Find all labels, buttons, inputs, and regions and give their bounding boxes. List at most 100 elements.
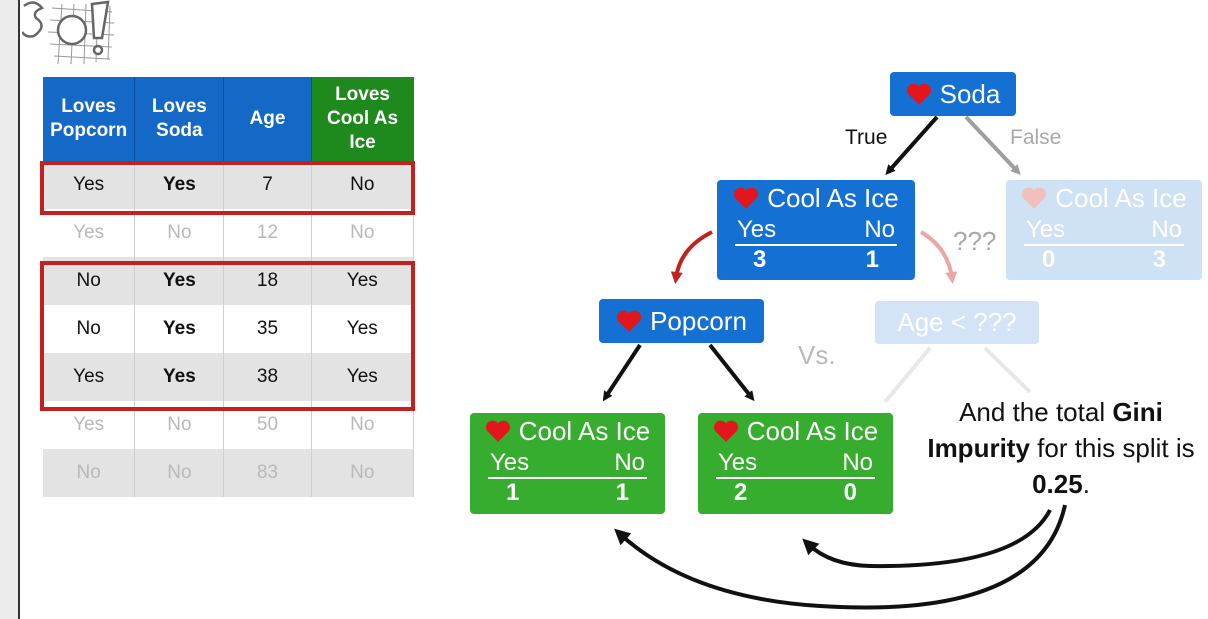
table-cell: Yes (43, 161, 136, 209)
heart-icon (734, 187, 759, 209)
node-tally-counts: 2 0 (698, 479, 893, 507)
node-tally-header: Yes No (698, 449, 893, 477)
edge-popcorn-no (708, 343, 755, 402)
edge-age-left (883, 346, 932, 404)
heart-icon (617, 310, 642, 332)
table-row: No Yes 35 Yes (43, 305, 415, 353)
divider (735, 244, 897, 246)
heart-icon (1022, 187, 1047, 209)
node-tally-header: Yes No (717, 216, 915, 244)
yes-count: 0 (1042, 246, 1056, 273)
node-label: Popcorn (650, 305, 747, 336)
node-label: Cool As Ice (518, 415, 651, 446)
data-table: Loves Popcorn Loves Soda Age Loves Cool … (43, 77, 415, 497)
table-cell: Yes (43, 353, 136, 401)
header-loves-popcorn: Loves Popcorn (43, 77, 136, 161)
node-tally-header: Yes No (470, 449, 665, 477)
table-cell: Yes (134, 305, 225, 353)
note-bold-value: 0.25 (1032, 469, 1083, 499)
edge-label-false: False (1010, 126, 1062, 149)
yes-count: 3 (753, 246, 767, 273)
divider (716, 477, 875, 479)
node-tally-counts: 3 1 (717, 246, 915, 274)
table-cell: No (134, 449, 225, 497)
leaf-popcorn-yes: Cool As Ice Yes No 1 1 (470, 413, 665, 514)
heart-icon (485, 420, 510, 442)
node-age: Age < ??? (875, 301, 1039, 344)
node-label: Soda (939, 78, 1001, 109)
yes-label: Yes (718, 449, 758, 476)
node-root-soda: Soda (890, 72, 1016, 116)
node-popcorn: Popcorn (599, 299, 764, 343)
yes-label: Yes (1026, 216, 1066, 243)
node-title: Cool As Ice (698, 413, 893, 449)
edge-to-popcorn (670, 230, 713, 284)
table-row: No Yes 18 Yes (43, 257, 415, 305)
table-cell: 7 (223, 161, 312, 209)
node-label: Cool As Ice (746, 415, 879, 446)
table-row: Yes No 12 No (43, 209, 415, 257)
table-cell: Yes (134, 257, 225, 305)
no-count: 1 (615, 479, 629, 506)
no-label: No (614, 449, 645, 476)
table-row: No No 83 No (43, 449, 415, 497)
table-cell: No (43, 257, 136, 305)
no-count: 1 (865, 246, 879, 273)
header-age: Age (223, 77, 312, 161)
table-cell: Yes (134, 353, 225, 401)
yes-label: Yes (490, 449, 530, 476)
note-text: And the total (959, 397, 1113, 427)
table-cell: 83 (223, 449, 312, 497)
pointer-arrow-to-leaf-b (802, 509, 1052, 569)
node-tally-counts: 0 3 (1006, 246, 1202, 274)
node-tally-header: Yes No (1006, 216, 1202, 244)
edge-soda-false (964, 115, 1021, 175)
table-row: Yes Yes 38 Yes (43, 353, 415, 401)
table-cell: 35 (223, 305, 312, 353)
table-cell: No (311, 209, 415, 257)
unknown-threshold-text: ??? (953, 226, 997, 256)
edge-popcorn-yes (602, 343, 642, 402)
edge-label-true: True (845, 126, 888, 149)
node-title: Cool As Ice (717, 180, 915, 216)
versus-text: Vs. (798, 340, 836, 370)
leaf-popcorn-no: Cool As Ice Yes No 2 0 (698, 413, 893, 514)
divider (488, 477, 647, 479)
header-loves-cool-as-ice: Loves Cool As Ice (311, 77, 414, 161)
table-cell: Yes (311, 257, 415, 305)
node-title: Cool As Ice (470, 413, 665, 449)
table-cell: 38 (223, 353, 312, 401)
edge-to-age (919, 230, 958, 284)
divider (1024, 244, 1184, 246)
heart-icon (906, 83, 931, 105)
node-title: Cool As Ice (1006, 180, 1202, 216)
table-cell: 18 (223, 257, 312, 305)
edge-age-right (983, 346, 1032, 394)
table-cell: No (311, 449, 415, 497)
no-count: 0 (843, 479, 857, 506)
table-cell: No (43, 449, 136, 497)
highlight-box-rows-3-5 (40, 261, 415, 411)
note-bold-term: Gini Impurity (927, 397, 1163, 463)
heart-icon (713, 420, 738, 442)
table-cell: Yes (311, 353, 415, 401)
table-row: Yes Yes 7 No (43, 161, 415, 209)
table-cell: No (134, 209, 225, 257)
gini-impurity-note: And the total Gini Impurity for this spl… (926, 394, 1196, 502)
no-label: No (1151, 216, 1182, 243)
yes-count: 1 (506, 479, 520, 506)
node-label: Age < ??? (897, 307, 1017, 337)
table-cell: Yes (311, 305, 415, 353)
edge-soda-true (885, 115, 939, 175)
pointer-arrow-to-leaf-a (614, 504, 1067, 610)
no-count: 3 (1152, 246, 1166, 273)
table-cell: No (311, 161, 415, 209)
highlight-box-row-1 (40, 161, 415, 215)
table-cell: 12 (223, 209, 312, 257)
table-cell: Yes (43, 209, 136, 257)
note-text: . (1082, 469, 1090, 499)
node-label: Cool As Ice (1055, 182, 1187, 213)
statquest-logo-icon (22, 0, 115, 65)
node-cool-as-ice-false: Cool As Ice Yes No 0 3 (1006, 180, 1202, 280)
